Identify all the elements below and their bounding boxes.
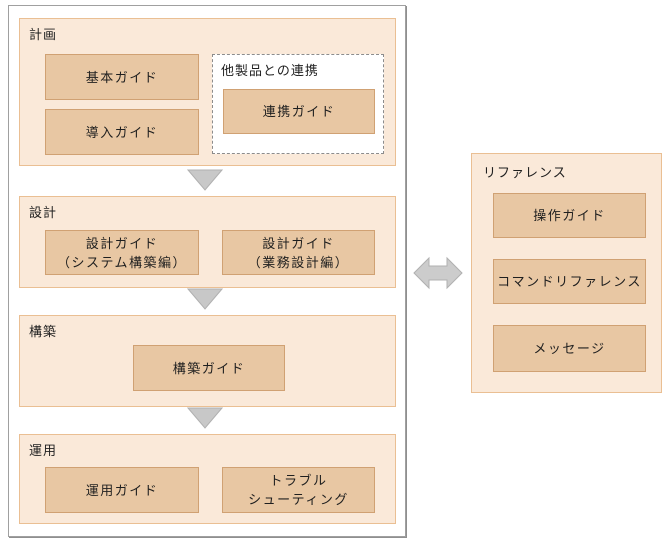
doc-troubleshooting[interactable]: トラブル シューティング <box>222 467 375 513</box>
other-products-group-label: 他製品との連携 <box>221 63 319 78</box>
phase-operate: 運用 運用ガイド トラブル シューティング <box>19 434 396 524</box>
doc-install-guide[interactable]: 導入ガイド <box>45 109 199 155</box>
arrow-down-icon <box>187 288 223 310</box>
phase-plan: 計画 基本ガイド 導入ガイド 他製品との連携 連携ガイド <box>19 18 396 166</box>
doc-gui-operation-guide[interactable]: 操作ガイド <box>493 193 646 238</box>
doc-design-guide-system[interactable]: 設計ガイド （システム構築編） <box>45 230 199 275</box>
phase-design: 設計 設計ガイド （システム構築編） 設計ガイド （業務設計編） <box>19 196 396 288</box>
doc-messages[interactable]: メッセージ <box>493 325 646 372</box>
doc-basic-guide[interactable]: 基本ガイド <box>45 54 199 100</box>
phase-build: 構築 構築ガイド <box>19 315 396 407</box>
doc-build-guide[interactable]: 構築ガイド <box>133 345 285 391</box>
phase-operate-label: 運用 <box>29 443 58 458</box>
arrow-down-icon <box>187 407 223 429</box>
doc-linkage-guide[interactable]: 連携ガイド <box>223 89 375 134</box>
reference-panel-label: リファレンス <box>483 165 567 180</box>
doc-design-guide-business[interactable]: 設計ガイド （業務設計編） <box>222 230 375 275</box>
phase-plan-label: 計画 <box>29 27 58 42</box>
phase-build-label: 構築 <box>29 324 58 339</box>
phase-design-label: 設計 <box>29 205 58 220</box>
doc-command-reference[interactable]: コマンドリファレンス <box>493 259 646 304</box>
arrow-down-icon <box>187 169 223 191</box>
reference-panel: リファレンス 操作ガイド コマンドリファレンス メッセージ <box>471 153 662 393</box>
arrow-left-right-icon <box>413 255 463 291</box>
other-products-group: 他製品との連携 連携ガイド <box>212 54 384 154</box>
lifecycle-container: 計画 基本ガイド 導入ガイド 他製品との連携 連携ガイド 設計 設計ガイド （シ… <box>8 5 406 537</box>
doc-operation-guide[interactable]: 運用ガイド <box>45 467 199 513</box>
